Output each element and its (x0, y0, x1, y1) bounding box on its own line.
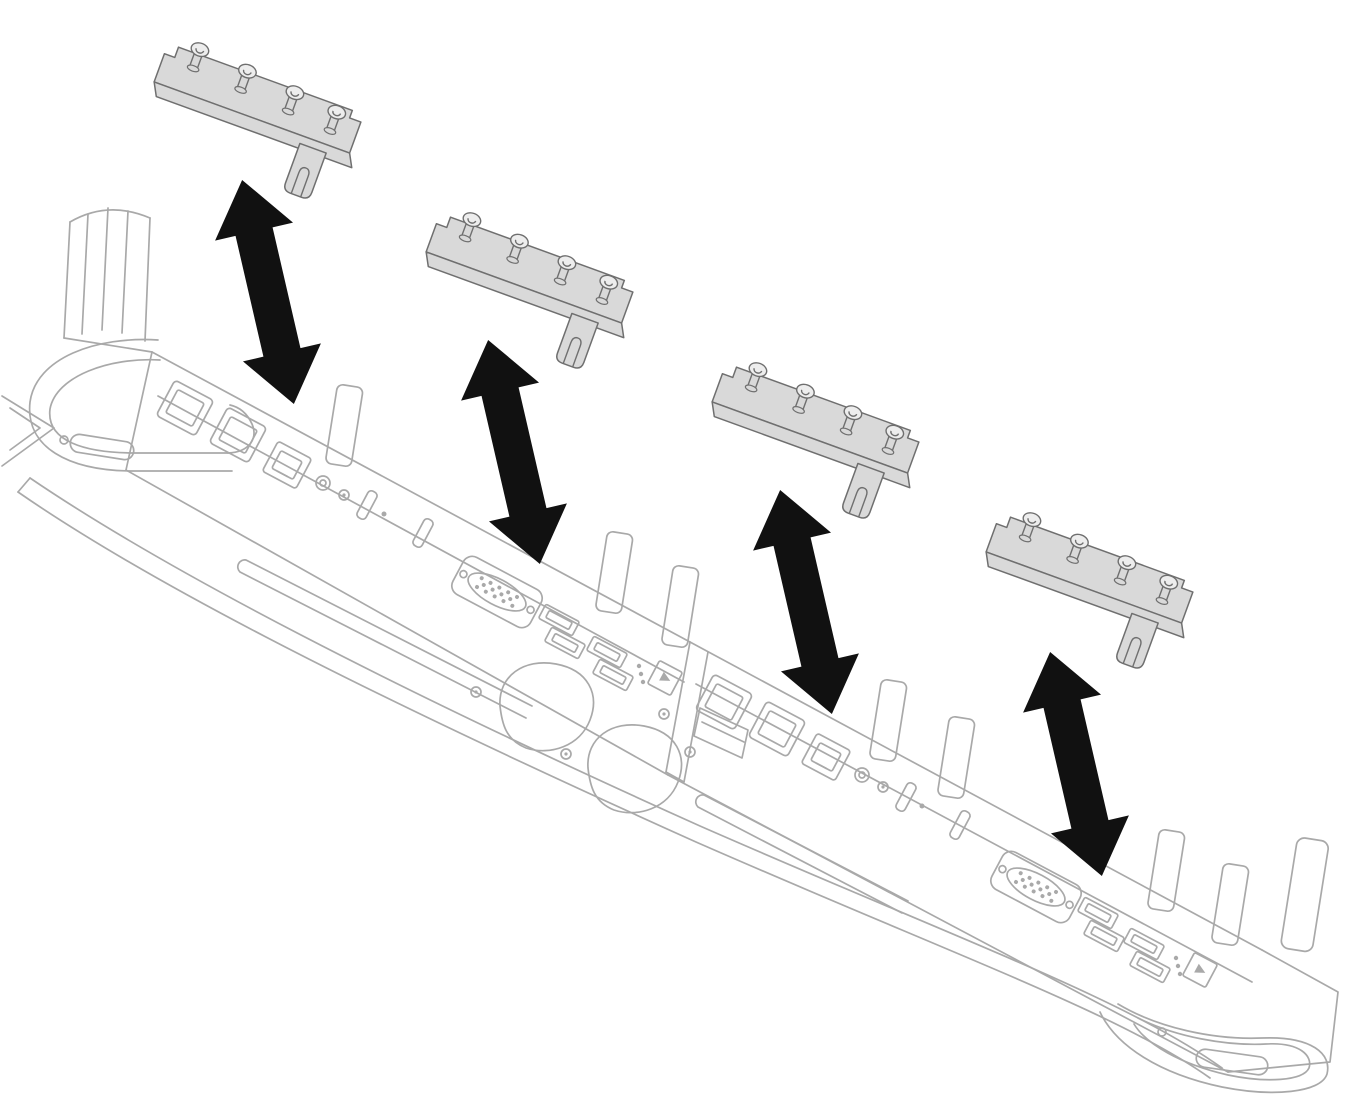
pin-dot (1175, 963, 1181, 969)
square-port (155, 379, 215, 437)
arrow-4 (1023, 651, 1129, 877)
pin-dot (381, 511, 387, 517)
direction-arrows (215, 179, 1129, 877)
rear-left-posts (63, 207, 153, 353)
arrow-3 (753, 489, 859, 715)
divider-post (1146, 828, 1187, 913)
cover-3 (692, 353, 932, 530)
vga-connector (986, 846, 1086, 928)
pin-dot (919, 803, 925, 809)
floor-screw-hole (560, 748, 572, 760)
mid-divider (658, 641, 749, 783)
bracket-screw (658, 708, 670, 720)
pin-dot (1177, 971, 1183, 977)
ethernet-port (261, 440, 313, 490)
cover-2 (406, 203, 646, 380)
front-left-tip (1, 395, 55, 467)
cover-4 (966, 503, 1206, 680)
server-tray-illustration (1, 207, 1339, 1094)
pin-dot (640, 679, 646, 685)
square-port (208, 406, 268, 464)
arrow-2 (461, 339, 567, 565)
io-panel-left (125, 351, 701, 776)
pin-dot (636, 663, 642, 669)
pin-dot (638, 671, 644, 677)
pin-dot (1173, 955, 1179, 961)
arrow-1 (215, 179, 321, 405)
divider-post (324, 383, 365, 468)
labeled-box (1181, 951, 1219, 989)
square-port (747, 700, 807, 758)
square-port (694, 673, 754, 731)
floor-screw-hole (470, 686, 482, 698)
cover-1 (134, 33, 374, 210)
divider-post (936, 715, 977, 800)
right-end (1099, 837, 1339, 1094)
ethernet-port (800, 732, 852, 782)
left-release-handle (28, 338, 255, 472)
divider-post (660, 564, 701, 649)
io-panel-right (667, 641, 1263, 1073)
vga-connector (447, 551, 547, 633)
